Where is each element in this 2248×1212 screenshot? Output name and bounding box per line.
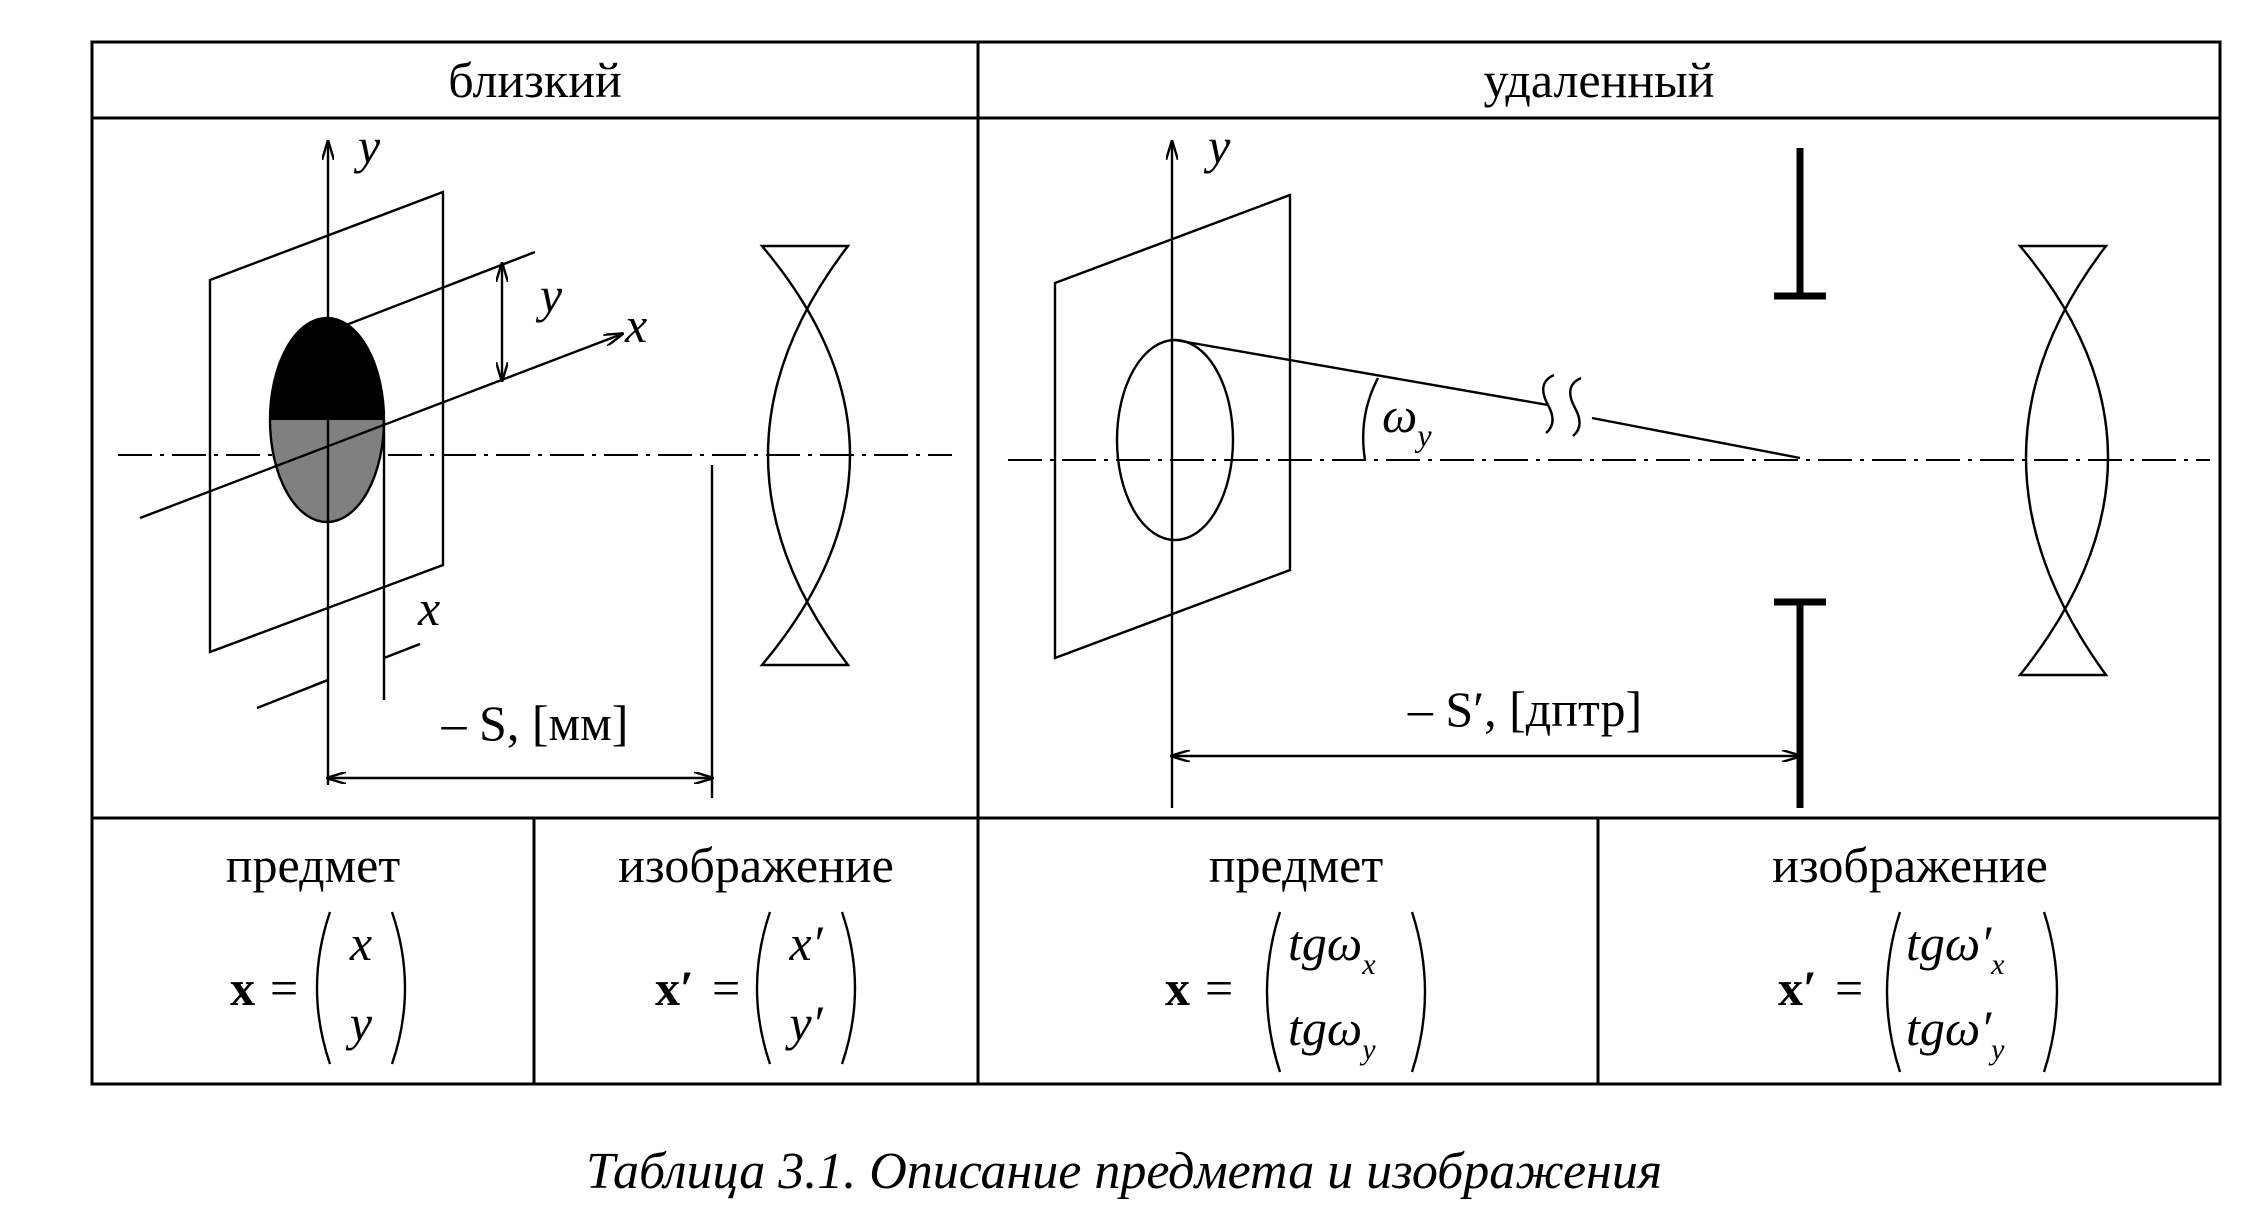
near-object-plane: [208, 190, 445, 654]
cell-far-image: изображение x′ = tgω′x tgω′y: [1772, 837, 2059, 1073]
far-ray-right: [1591, 416, 1801, 460]
table-grid: [90, 40, 2222, 1086]
near-axis-x-label: x: [624, 297, 647, 353]
far-object-var: x: [1165, 960, 1190, 1016]
near-object-var: x: [230, 960, 255, 1016]
near-image-bottom: y′: [784, 995, 823, 1051]
near-x-axis-arrow: [139, 334, 622, 520]
near-image-var: x′: [655, 960, 694, 1016]
far-image-paren-right: [2042, 911, 2059, 1073]
far-object-top-main: tgω: [1288, 915, 1362, 971]
near-object-title: предмет: [226, 837, 401, 893]
far-object-top: tgωx: [1288, 915, 1376, 981]
near-object-eq: =: [270, 960, 298, 1016]
far-diagram: y ωy – S′, [дптр]: [1008, 118, 2210, 808]
far-object-eq: =: [1205, 960, 1233, 1016]
near-image-paren-left: [755, 911, 772, 1065]
near-distance-label: – S, [мм]: [441, 695, 629, 751]
table-caption: Таблица 3.1. Описание предмета и изображ…: [586, 1143, 1662, 1200]
cell-near-object: предмет x = x y: [226, 837, 407, 1065]
far-image-bottom: tgω′y: [1906, 1000, 2005, 1066]
far-image-paren-left: [1885, 911, 1902, 1073]
far-object-bottom-sub: y: [1359, 1033, 1376, 1066]
near-image-title: изображение: [618, 837, 894, 893]
near-object-bottom: y: [345, 995, 373, 1051]
far-distance-label: – S′, [дптр]: [1407, 681, 1642, 737]
far-image-eq: =: [1835, 960, 1863, 1016]
near-image-eq: =: [712, 960, 740, 1016]
far-object-top-sub: x: [1361, 948, 1376, 981]
near-x-dim-right: [383, 642, 421, 660]
near-dim-y-label: y: [535, 267, 563, 323]
near-image-top: x′: [788, 915, 823, 971]
near-object-paren-left: [315, 911, 332, 1065]
far-image-var: x′: [1778, 960, 1817, 1016]
far-object-bottom: tgωy: [1288, 1000, 1376, 1066]
near-axis-y-label: y: [353, 118, 381, 174]
cell-far-object: предмет x = tgωx tgωy: [1165, 837, 1427, 1073]
cell-near-image: изображение x′ = x′ y′: [618, 837, 894, 1065]
far-image-bottom-main: tgω′: [1906, 1000, 1992, 1056]
near-object-top: x: [349, 915, 372, 971]
table-border: [90, 40, 2222, 1086]
far-image-bottom-sub: y: [1988, 1033, 2005, 1066]
far-angle-symbol: ω: [1382, 387, 1417, 443]
far-image-title: изображение: [1772, 837, 2048, 893]
far-angle-subscript: y: [1414, 417, 1432, 453]
far-image-top-sub: x: [1990, 948, 2005, 981]
far-object-paren-right: [1410, 911, 1427, 1073]
near-dim-x-label: x: [417, 580, 440, 636]
header-near: близкий: [448, 52, 621, 108]
near-object-paren-right: [390, 911, 407, 1065]
far-image-top-main: tgω′: [1906, 915, 1992, 971]
far-image-top: tgω′x: [1906, 915, 2005, 981]
near-lens: [759, 244, 852, 667]
far-angle-label: ωy: [1382, 387, 1432, 453]
far-object-plane: [1053, 193, 1292, 660]
far-break-symbol: [1542, 373, 1582, 437]
far-object-title: предмет: [1209, 837, 1384, 893]
far-angle-arc: [1362, 377, 1380, 461]
far-object-paren-left: [1265, 911, 1282, 1073]
far-axis-y-label: y: [1203, 118, 1231, 174]
far-object-bottom-main: tgω: [1288, 1000, 1362, 1056]
near-top-extension: [327, 250, 536, 334]
near-diagram: y x y x – S, [мм]: [118, 118, 952, 798]
near-image-paren-right: [840, 911, 857, 1065]
near-x-dim-tick: [314, 678, 329, 687]
far-object-ellipse: [1115, 338, 1235, 542]
far-ray-left: [1174, 338, 1549, 407]
far-lens: [2017, 244, 2110, 677]
header-far: удаленный: [1484, 52, 1715, 108]
